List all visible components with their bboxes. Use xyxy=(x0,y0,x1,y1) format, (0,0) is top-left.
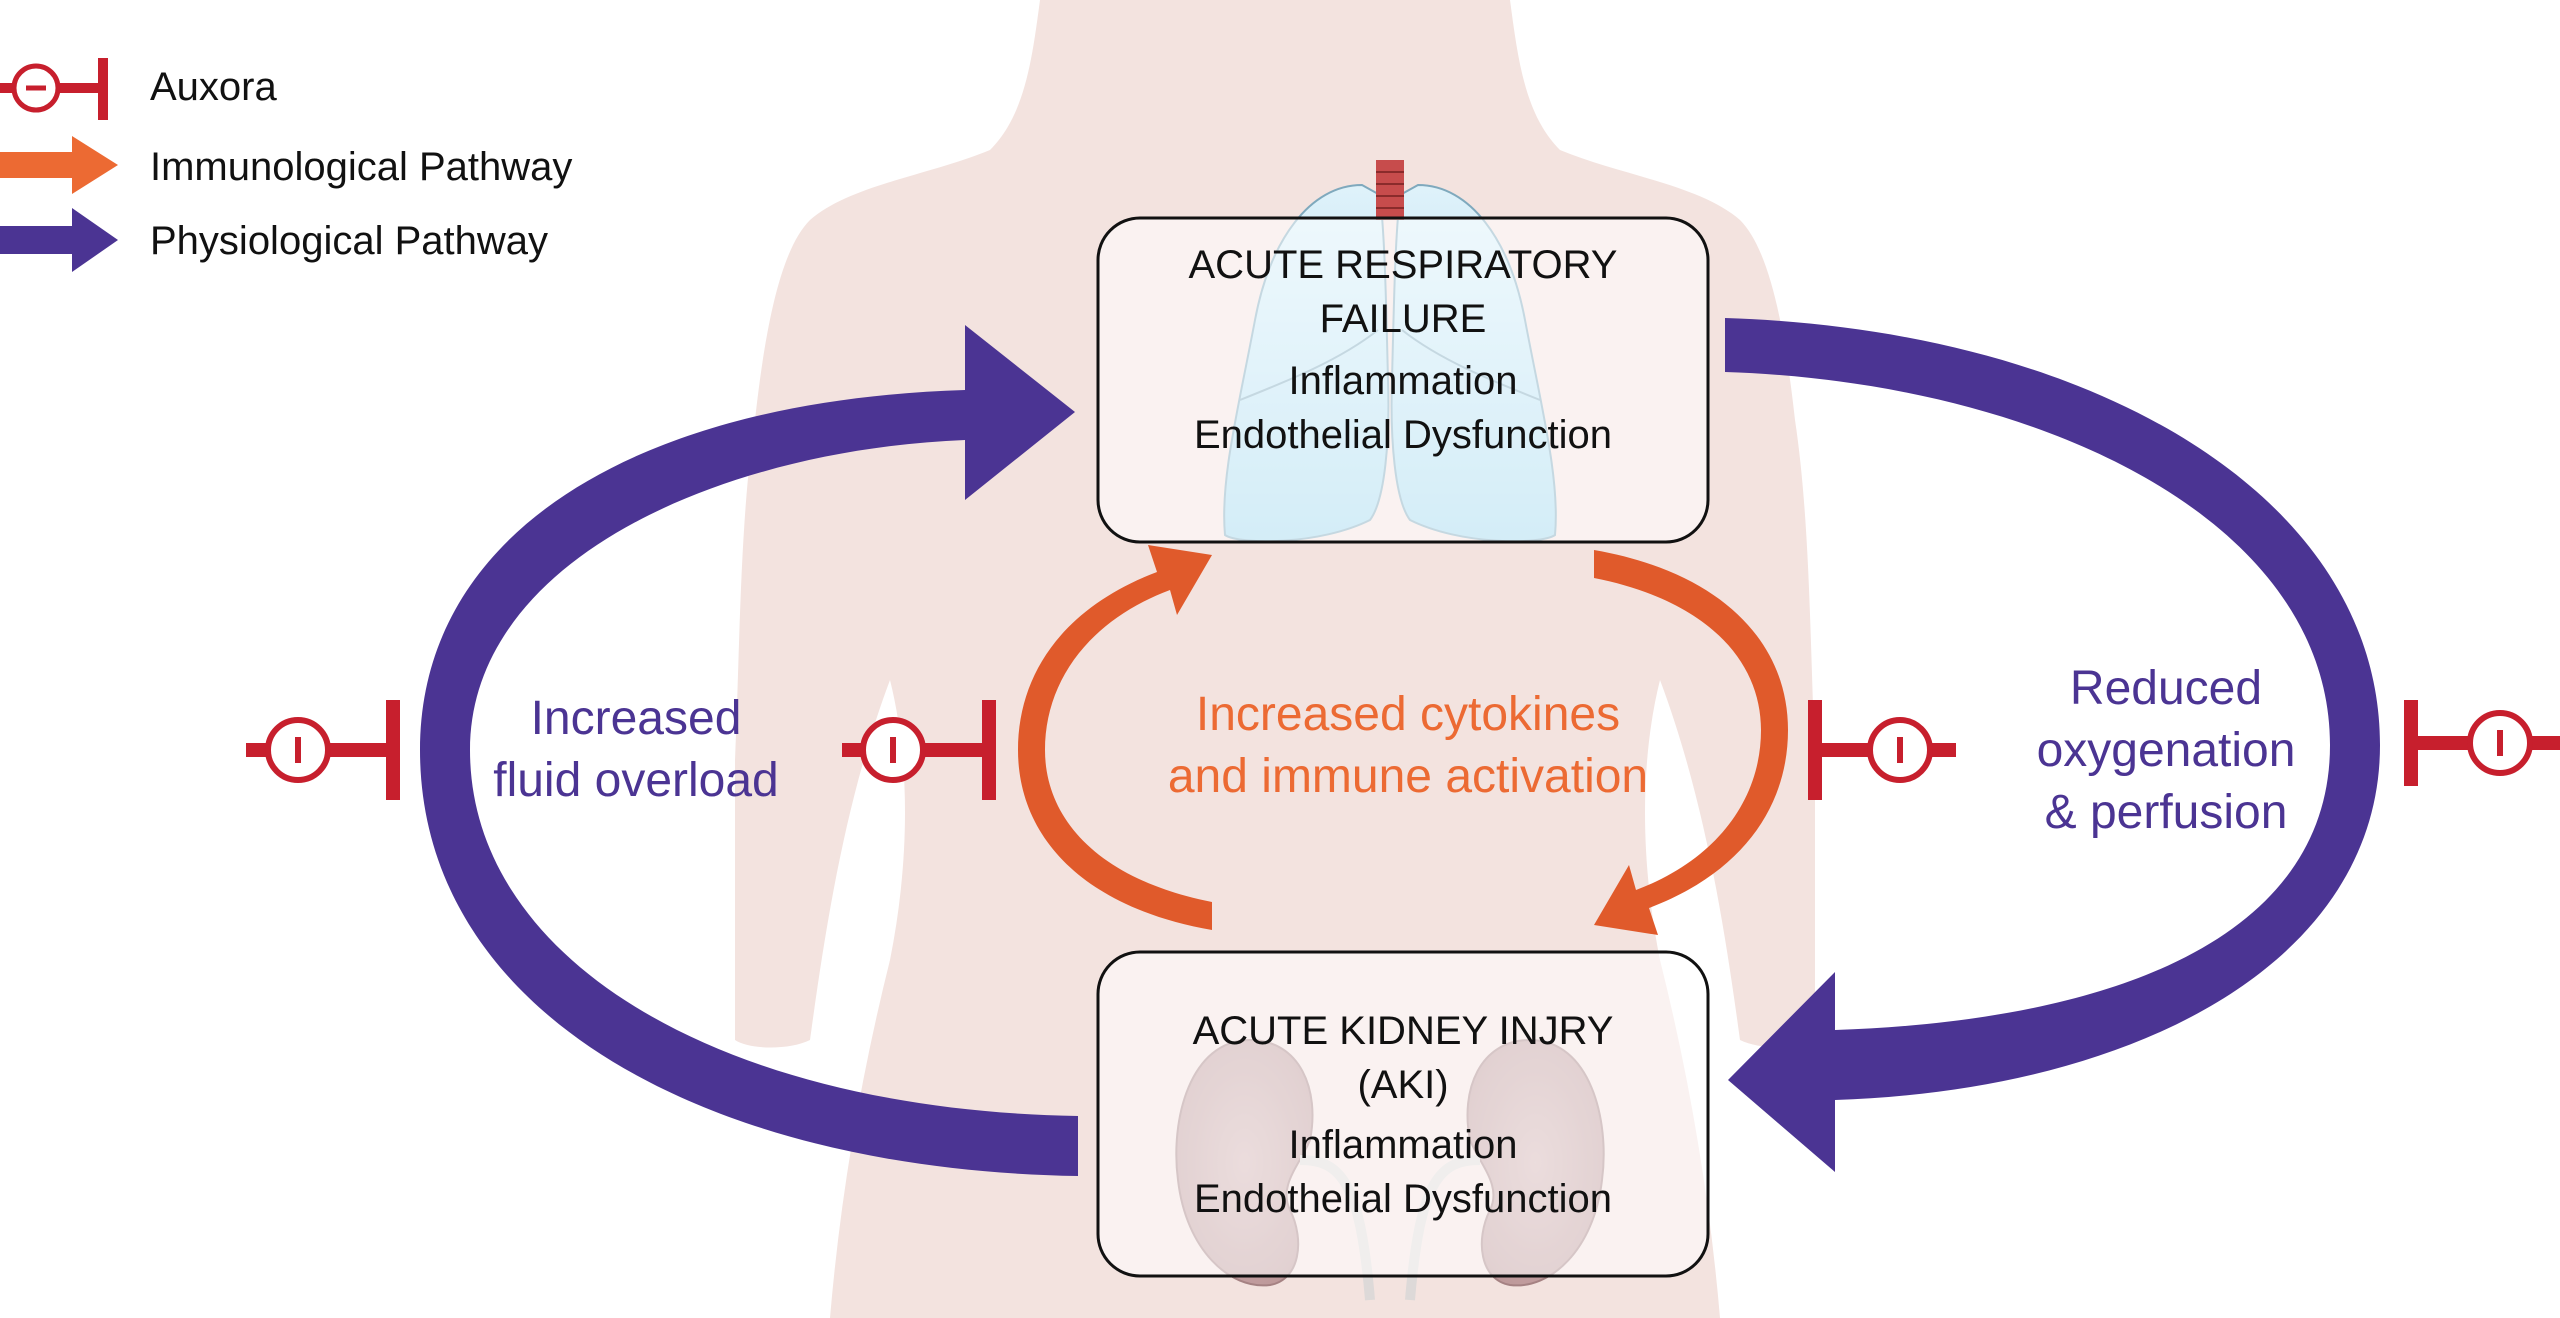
physiological-arrow-left xyxy=(420,325,1078,1176)
kidney-endothelial: Endothelial Dysfunction xyxy=(1194,1177,1612,1221)
right-label-line1: Reduced xyxy=(2070,662,2262,715)
kidney-injury-box xyxy=(1096,950,1710,1278)
immunological-arrow-left xyxy=(1018,545,1212,930)
right-label-line3: & perfusion xyxy=(2045,786,2288,839)
respiratory-title-line2: FAILURE xyxy=(1320,297,1487,341)
auxora-inhibitor-left-outer xyxy=(246,700,400,800)
right-pathway-label: Reduced oxygenation & perfusion xyxy=(2037,662,2296,839)
respiratory-endothelial: Endothelial Dysfunction xyxy=(1194,413,1612,457)
center-pathway-label: Increased cytokines and immune activatio… xyxy=(1168,688,1648,803)
immunological-arrow-right xyxy=(1594,550,1788,935)
left-pathway-label: Increased fluid overload xyxy=(493,692,779,807)
kidney-inflammation: Inflammation xyxy=(1289,1123,1518,1167)
legend-immunological-label: Immunological Pathway xyxy=(150,145,572,189)
auxora-inhibitor-right-inner xyxy=(1808,700,1956,800)
legend-physiological-label: Physiological Pathway xyxy=(150,219,548,263)
respiratory-title-line1: ACUTE RESPIRATORY xyxy=(1189,243,1618,287)
immunological-legend-arrow-icon xyxy=(0,136,118,194)
right-label-line2: oxygenation xyxy=(2037,724,2296,777)
kidney-title-line2: (AKI) xyxy=(1357,1063,1448,1107)
kidney-box-text: ACUTE KIDNEY INJRY (AKI) Inflammation En… xyxy=(1193,1009,1614,1221)
physiological-legend-arrow-icon xyxy=(0,208,118,272)
respiratory-inflammation: Inflammation xyxy=(1289,359,1518,403)
left-label-line2: fluid overload xyxy=(493,754,779,807)
legend-auxora-label: Auxora xyxy=(150,65,277,109)
center-label-line2: and immune activation xyxy=(1168,750,1648,803)
physiological-arrow-right xyxy=(1725,318,2380,1172)
auxora-inhibitor-left-inner xyxy=(842,700,996,800)
respiratory-box-text: ACUTE RESPIRATORY FAILURE Inflammation E… xyxy=(1189,243,1618,457)
center-label-line1: Increased cytokines xyxy=(1196,688,1620,741)
legend: Auxora Immunological Pathway Physiologic… xyxy=(0,58,572,272)
kidney-title-line1: ACUTE KIDNEY INJRY xyxy=(1193,1009,1614,1053)
auxora-legend-icon xyxy=(0,58,108,120)
respiratory-failure-box xyxy=(1096,216,1710,544)
left-label-line1: Increased xyxy=(531,692,742,745)
auxora-inhibitor-right-outer xyxy=(2404,700,2560,786)
